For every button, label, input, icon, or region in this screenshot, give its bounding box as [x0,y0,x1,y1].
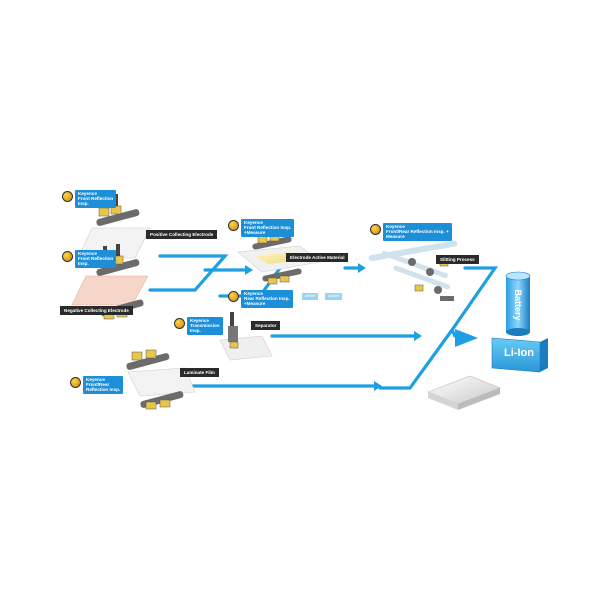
tag-line: Insp. [78,261,89,267]
battery-cylinder [505,271,531,336]
tag-line: Front Reflection Insp. [244,225,292,231]
tag-transmission: Keyence Transmission Insp. [174,317,223,335]
tag-line: Keyence [244,220,263,225]
tag-line: Keyence [244,291,263,296]
label-positive-collecting-electrode: Positive Collecting Electrode [146,230,218,239]
laminate-equipment [126,349,196,410]
tag-box: Keyence Front Reflection Insp. [75,190,117,208]
tag-line: Reflection Insp. [86,387,121,393]
keyence-badge-icon [228,220,239,231]
tag-line: Insp. [190,328,201,334]
slitting-equipment [368,240,458,301]
battery-label: Battery [513,289,523,321]
tag-box: Keyence Front Reflection Insp. [75,250,117,268]
tag-line: Front/Rear Reflection Insp. + [386,229,449,235]
tag-box: Keyence Transmission Insp. [187,317,223,335]
tag-positive-front-reflection: Keyence Front Reflection Insp. [62,190,117,208]
tag-box: Keyence Front Reflection Insp. +Measure [241,219,295,237]
label-slitting-process: Slitting Process [436,255,479,264]
flow-line-convergence [378,328,454,390]
tag-line: Keyence [78,251,97,256]
separator-equipment [219,312,273,361]
tag-line: +Measure [244,301,266,307]
tag-slitting-front-rear-reflection: Keyence Front/Rear Reflection Insp. + Me… [370,223,452,241]
flow-line-main [450,328,457,338]
tag-line: Front/Rear [86,382,110,388]
tag-laminate-front-rear-reflection: Keyence Front/Rear Reflection Insp. [70,376,124,394]
li-ion-label: Li-Ion [504,347,534,359]
label-laminate-film: Laminate Film [180,368,219,377]
flow-line-slitting-battery [450,266,499,332]
tag-line: Keyence [190,318,209,323]
keyence-badge-icon [228,291,239,302]
tag-line: +Measure [244,230,266,236]
pouch-cell [427,375,501,410]
keyence-badge-icon [62,191,73,202]
keyence-badge-icon [62,251,73,262]
tag-line: Keyence [78,191,97,196]
arrowhead-battery [455,329,478,347]
arrowhead-separator [414,331,422,341]
tag-line: Front Reflection [78,256,114,262]
tag-box: Keyence Front/Rear Reflection Insp. [83,376,124,394]
tag-line: Keyence [386,224,405,229]
label-separator: Separator [251,321,281,330]
chip-detail: detail [302,293,318,300]
flow-line-positive [148,254,229,292]
tag-active-rear-reflection: Keyence Rear Reflection Insp. +Measure [228,290,293,308]
tag-line: Front Reflection [78,196,114,202]
tag-line: Keyence [86,377,105,382]
keyence-badge-icon [370,224,381,235]
tag-box: Keyence Rear Reflection Insp. +Measure [241,290,293,308]
tag-line: Transmission [190,323,220,329]
active-material-equipment [237,233,321,285]
keyence-badge-icon [174,318,185,329]
keyence-badge-icon [70,377,81,388]
tag-line: Measure [386,234,405,240]
arrowhead-laminate [374,381,382,391]
tag-active-front-reflection: Keyence Front Reflection Insp. +Measure [228,219,295,237]
arrowhead-active [245,265,253,275]
tag-box: Keyence Front/Rear Reflection Insp. + Me… [383,223,452,241]
label-electrode-active-material: Electrode Active Material [286,253,349,262]
arrowhead-slitting [358,263,366,273]
chip-coater: coater [325,293,343,300]
li-ion-pack [491,337,548,373]
label-negative-collecting-electrode: Negative Collecting Electrode [60,306,133,315]
tag-negative-front-reflection: Keyence Front Reflection Insp. [62,250,117,268]
tag-line: Rear Reflection Insp. [244,296,290,302]
tag-line: Insp. [78,201,89,207]
